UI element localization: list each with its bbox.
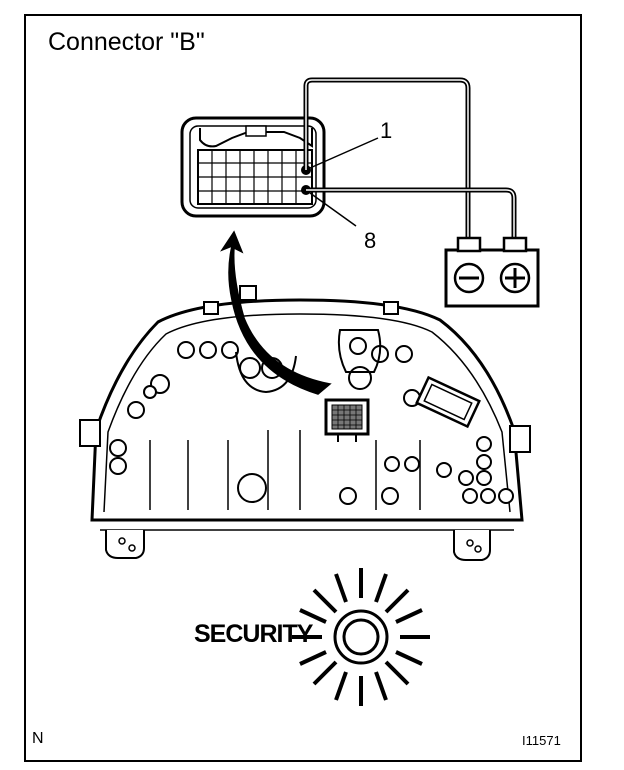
combination-meter [79, 285, 531, 561]
pin-1-label: 1 [380, 118, 393, 143]
security-indicator-label: SECURITY [194, 620, 313, 648]
figure-id: I11571 [522, 733, 561, 748]
security-indicator-lamp [292, 568, 430, 706]
connector-b [180, 116, 326, 218]
plus-icon [499, 262, 531, 294]
corner-letter: N [32, 730, 44, 747]
battery [444, 236, 540, 308]
curved-arrow-icon [220, 230, 332, 395]
pin-1-leader [309, 137, 379, 169]
minus-icon [453, 262, 485, 294]
diagram-frame [24, 14, 582, 762]
wire-pin-8-to-positive [306, 187, 517, 238]
pin-8-leader [309, 192, 357, 227]
pin-8-label: 8 [364, 228, 377, 253]
diagram-title: Connector "B" [48, 28, 205, 56]
meter-connector-socket [324, 398, 370, 442]
